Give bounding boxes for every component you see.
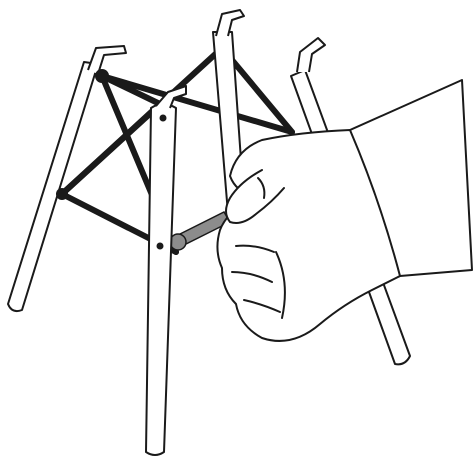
hand-crease-3 [243, 299, 281, 313]
hand-crease-2 [231, 271, 273, 283]
strut-joint-top-left [95, 69, 109, 83]
left-leg-mount [87, 45, 127, 75]
front-leg [145, 85, 187, 456]
hand-thumb [225, 169, 285, 224]
strut-low-left-to-back [59, 45, 225, 197]
left-leg [7, 45, 127, 313]
hand-crease-1 [235, 244, 275, 253]
strut-joint-low-left [56, 188, 68, 200]
front-leg-screw-lower [156, 242, 164, 250]
hand [216, 79, 473, 342]
back-right-leg-mount [296, 37, 326, 73]
hand-knuckle-line [275, 251, 286, 319]
hand-thumb-crease [257, 177, 266, 199]
strut-left-to-back-right [99, 73, 295, 135]
front-leg-mount [155, 85, 187, 109]
strut-left-to-center [99, 73, 163, 107]
front-leg-screw-upper [159, 114, 167, 122]
back-center-leg-mount [215, 9, 245, 37]
